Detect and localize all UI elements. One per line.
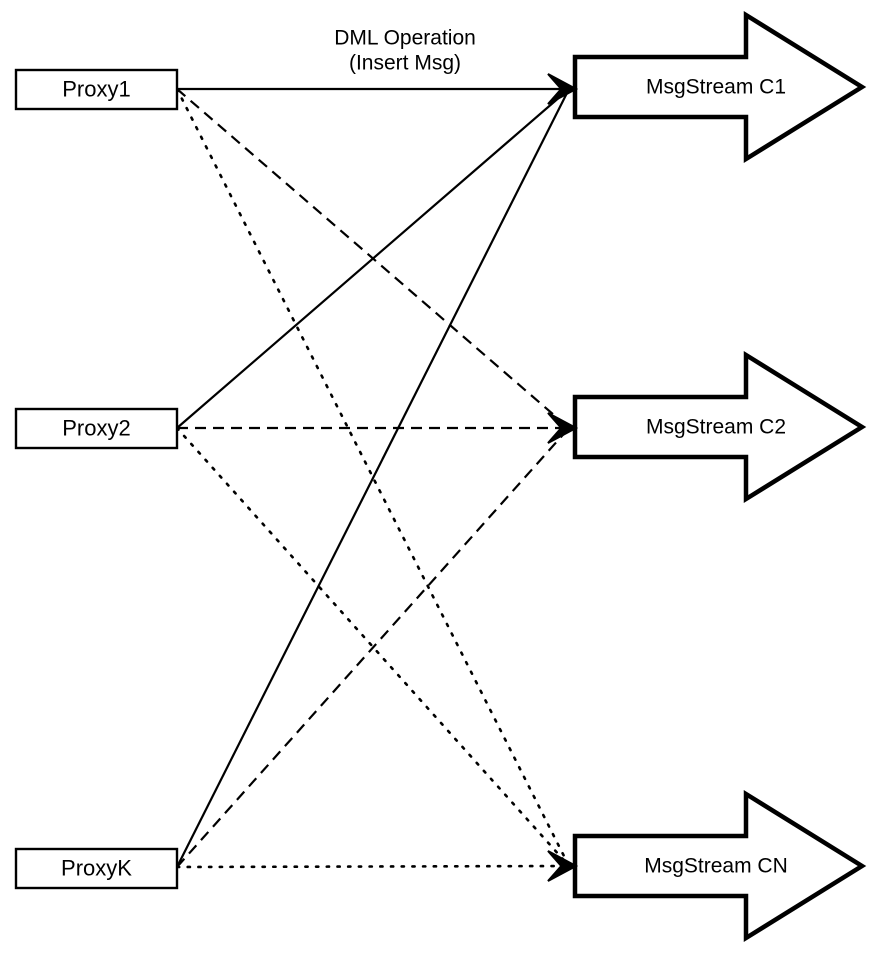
connection-p2-c1 [176, 88, 570, 429]
arrowhead-head-c2 [547, 412, 579, 444]
msgstream-arrow-shape-c2 [572, 350, 867, 504]
proxy-box-proxyk[interactable]: ProxyK [14, 847, 179, 890]
dml-operation-label-line1: DML Operation [334, 27, 476, 50]
operation-label-group: DML Operation (Insert Msg) [334, 27, 476, 75]
proxy-box-rect-proxyk [14, 847, 179, 890]
msgstream-arrow-label-c1: MsgStream C1 [646, 76, 786, 99]
msgstream-arrow-shape-cn [572, 789, 867, 943]
proxy-box-rect-proxy1 [14, 68, 179, 111]
proxy-box-label-proxy1: Proxy1 [62, 76, 130, 101]
msgstream-arrow-shape-c1 [572, 10, 867, 164]
msgstream-arrow-label-cn: MsgStream CN [644, 855, 788, 878]
connection-pk-c2 [176, 427, 570, 868]
arrowheads-group [547, 73, 579, 882]
connection-pk-c1 [176, 88, 570, 868]
proxy-box-label-proxyk: ProxyK [61, 855, 132, 880]
connection-p2-cn [175, 426, 571, 868]
arrowhead-head-cn [547, 850, 579, 882]
arrowhead-head-c1 [547, 73, 579, 105]
dml-operation-label-line2: (Insert Msg) [349, 52, 461, 75]
proxy-box-label-proxy2: Proxy2 [62, 415, 130, 440]
proxy-box-rect-proxy2 [14, 407, 179, 450]
connection-lines-group [175, 87, 571, 869]
msgstream-arrow-label-c2: MsgStream C2 [646, 416, 786, 439]
connection-pk-cn [175, 864, 571, 869]
msgstream-arrows-group: MsgStream C1 MsgStream C2 MsgStream CN [572, 10, 867, 943]
msgstream-arrow-c2[interactable]: MsgStream C2 [572, 350, 867, 504]
proxy-box-proxy1[interactable]: Proxy1 [14, 68, 179, 111]
msgstream-arrow-cn[interactable]: MsgStream CN [572, 789, 867, 943]
proxy-box-proxy2[interactable]: Proxy2 [14, 407, 179, 450]
msgstream-arrow-c1[interactable]: MsgStream C1 [572, 10, 867, 164]
